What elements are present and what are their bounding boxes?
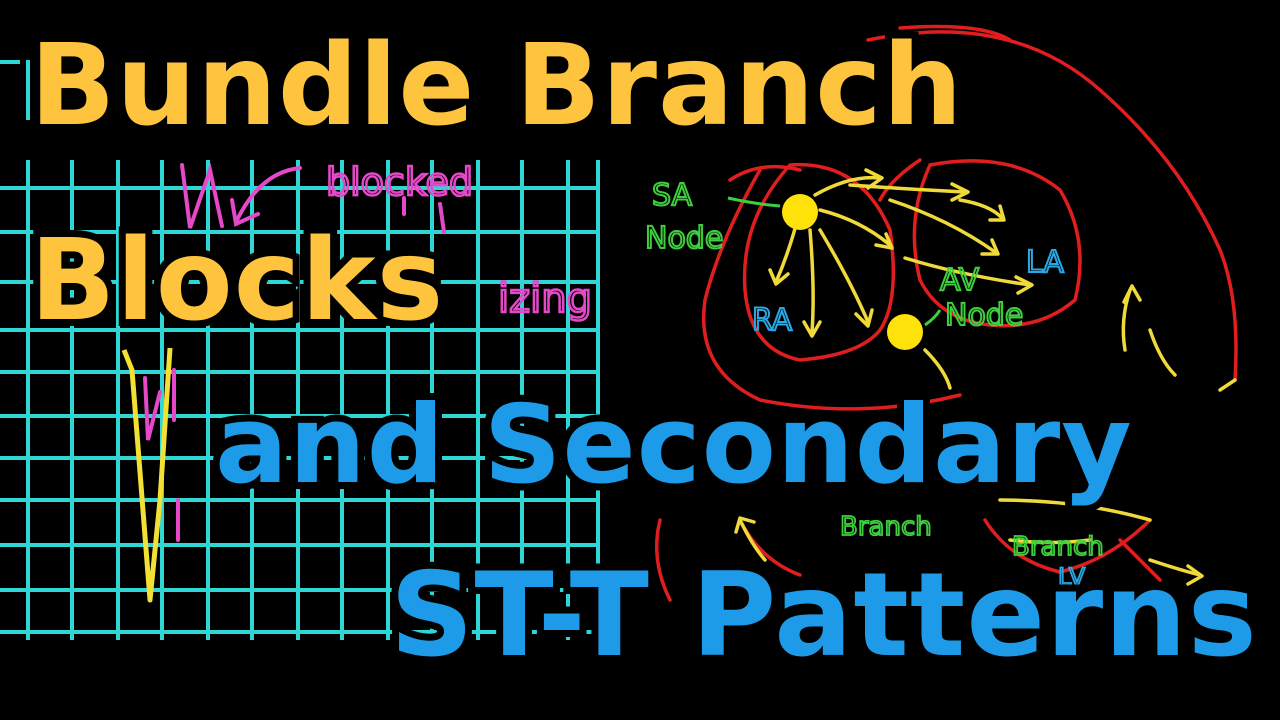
label-sa-node: Node: [645, 221, 723, 256]
ecg-trace: [121, 347, 173, 603]
heart-outline: [654, 24, 1238, 602]
annotation-izing: izing: [498, 276, 592, 322]
av-node-pointer: [924, 309, 942, 327]
sa-node: [782, 194, 818, 230]
label-av-node: Node: [945, 298, 1023, 333]
annotation-blocked: blocked: [326, 160, 473, 204]
label-lv: LV: [1058, 563, 1086, 591]
label-la: LA: [1026, 245, 1064, 280]
label-branch-right: Branch: [1012, 532, 1104, 562]
title-line-2: Blocks: [23, 216, 450, 346]
sa-node-pointer: [727, 196, 781, 208]
label-av: AV: [940, 263, 980, 298]
label-branch-left: Branch: [840, 512, 932, 542]
title-line-4: ST-T Patterns: [383, 548, 1264, 683]
pink-annotations: [143, 162, 446, 542]
title-line-1: Bundle Branch: [23, 21, 969, 151]
title-line-3: and Secondary: [208, 383, 1139, 508]
ecg-grid: [0, 60, 600, 640]
av-node: [887, 314, 923, 350]
conduction-arrows: [734, 168, 1237, 586]
label-ra: RA: [752, 303, 793, 338]
label-sa: SA: [652, 178, 693, 213]
